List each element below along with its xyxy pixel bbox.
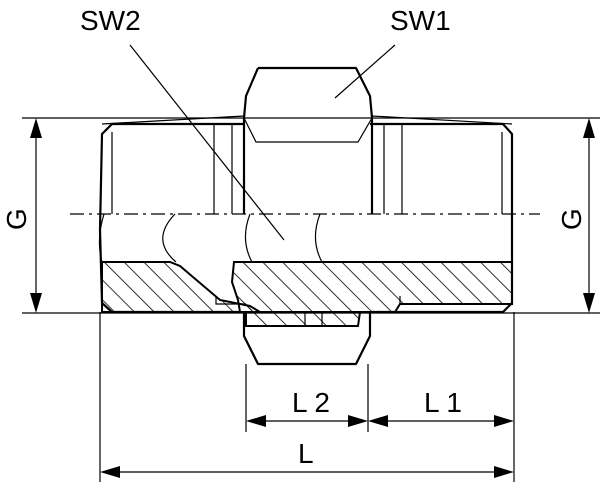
l-label: L [298, 438, 314, 469]
g-left-label: G [1, 208, 32, 230]
sw2-leader [129, 44, 285, 241]
l-dimension [100, 466, 514, 478]
sw1-leader [334, 44, 396, 99]
l2-dimension [246, 415, 368, 427]
g-right-dimension [583, 118, 595, 313]
g-left-dimension [30, 118, 42, 313]
l1-label: L 1 [424, 387, 462, 418]
g-right-label: G [556, 208, 587, 230]
bottom-extension-lines [99, 312, 515, 482]
section-hatching [101, 261, 513, 327]
body-outline [98, 66, 514, 366]
sw2-label: SW2 [80, 5, 141, 36]
l1-dimension [368, 415, 514, 427]
sw1-label: SW1 [390, 5, 451, 36]
l2-label: L 2 [292, 387, 330, 418]
